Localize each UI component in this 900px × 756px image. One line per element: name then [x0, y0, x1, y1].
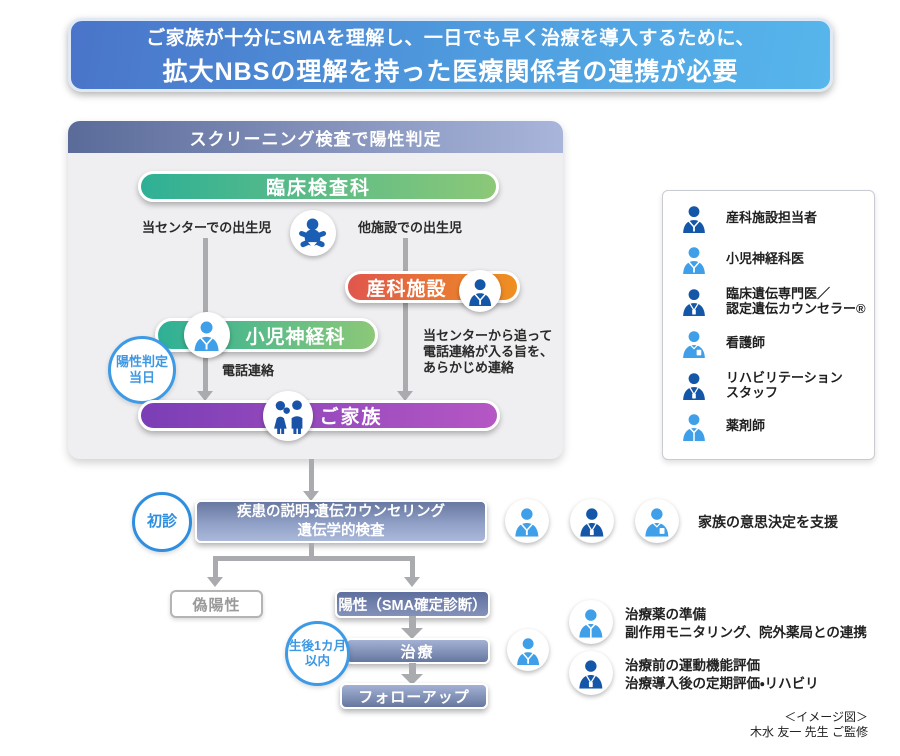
same-day-badge-line2: 当日: [128, 370, 155, 385]
genetic-counselor-icon: [570, 499, 614, 543]
baby-icon: [290, 210, 336, 256]
arrow-down-icon: [404, 577, 420, 587]
arrow-down-icon: [397, 391, 413, 401]
legend-item: 臨床遺伝専門医／ 認定遺伝カウンセラー®: [679, 284, 866, 318]
legend-item-label: リハビリテーション スタッフ: [726, 369, 843, 401]
legend-item-label: 臨床遺伝専門医／ 認定遺伝カウンセラー®: [726, 285, 866, 317]
nurse-icon: [679, 327, 709, 359]
rehab-staff-icon: [569, 651, 613, 695]
clinical-lab-pill: 臨床検査科: [138, 171, 499, 202]
legend-item: リハビリテーション スタッフ: [679, 368, 843, 402]
rehab-note-line1: 治療前の運動機能評価: [625, 658, 760, 673]
legend-item-label: 看護師: [726, 335, 766, 351]
credit-line2: 木水 友一 先生 ご監修: [749, 725, 868, 739]
followup-box: フォローアップ: [340, 683, 488, 709]
credit-line1: ＜イメージ図＞: [784, 710, 868, 724]
positive-box: 陽性（SMA確定診断）: [335, 590, 490, 618]
legend-item: 薬剤師: [679, 409, 765, 443]
pharmacist-icon: [569, 600, 613, 644]
connector-treatment-to-followup: [409, 663, 416, 675]
advance-note-line1: 当センターから追って: [423, 328, 553, 343]
advance-note-line2: 電話連絡が入る旨を、: [423, 344, 554, 359]
arrow-down-icon: [303, 491, 319, 501]
obstetrics-staff-icon: [679, 202, 709, 234]
screening-panel-title: スクリーニング検査で陽性判定: [68, 121, 563, 153]
false-positive-box: 偽陽性: [170, 590, 263, 618]
arrow-down-icon: [401, 674, 423, 685]
arrow-down-icon: [207, 577, 223, 587]
pharmacist-note-line1: 治療薬の準備: [625, 607, 706, 622]
connector-split-stub: [309, 543, 314, 558]
obstetrics-staff-icon: [459, 270, 501, 312]
genetic-counselor-icon: [679, 285, 709, 317]
legend-item-label: 産科施設担当者: [726, 210, 818, 226]
rehab-note: 治療前の運動機能評価 治療導入後の定期評価・リハビリ: [625, 657, 819, 692]
arrow-down-icon: [197, 391, 213, 401]
connector-split-left: [213, 556, 218, 578]
same-day-badge-line1: 陽性判定: [115, 354, 168, 369]
rehab-staff-icon: [679, 369, 709, 401]
family-support-note: 家族の意思決定を支援: [698, 514, 838, 530]
explain-box: 疾患の説明・遺伝カウンセリング 遺伝学的検査: [195, 500, 487, 543]
month-badge: 生後1カ月 以内: [285, 621, 350, 686]
connector-split-horizontal: [213, 556, 415, 561]
advance-note-line3: あらかじめ連絡: [423, 360, 515, 375]
connector-positive-to-treatment: [409, 616, 416, 629]
advance-contact-note: 当センターから追って 電話連絡が入る旨を、 あらかじめ連絡: [423, 328, 553, 376]
pediatric-neurologist-icon: [184, 312, 230, 358]
header-line-2: 拡大NBSの理解を持った医療関係者の連携が必要: [162, 57, 739, 86]
born-other-label: 他施設での出生児: [358, 220, 463, 235]
explain-box-line1: 疾患の説明・遺伝カウンセリング: [237, 503, 445, 520]
phone-contact-label: 電話連絡: [222, 363, 275, 378]
legend-panel: 産科施設担当者 小児神経科医 臨床遺伝専門医／ 認定遺伝カウンセラー® 看護師: [662, 190, 875, 460]
month-badge-line2: 以内: [304, 653, 330, 668]
header-banner: ご家族が十分にSMAを理解し、一日でも早く治療を導入するために、 拡大NBSの理…: [68, 18, 833, 92]
same-day-badge: 陽性判定 当日: [108, 336, 176, 404]
pharmacist-note-line2: 副作用モニタリング、院外薬局との連携: [625, 624, 867, 640]
pediatric-neurologist-icon: [679, 243, 709, 275]
treatment-box: 治療: [345, 638, 490, 664]
connector-right-branch: [403, 238, 408, 391]
pediatric-neurologist-icon: [507, 629, 549, 671]
connector-panel-to-explain: [309, 459, 314, 492]
credit-note: ＜イメージ図＞ 木水 友一 先生 ご監修: [750, 710, 868, 740]
arrow-down-icon: [401, 628, 423, 639]
pharmacist-note: 治療薬の準備 副作用モニタリング、院外薬局との連携: [625, 606, 867, 641]
legend-item-label: 小児神経科医: [726, 251, 805, 267]
header-line-1: ご家族が十分にSMAを理解し、一日でも早く治療を導入するために、: [146, 27, 755, 49]
explain-box-line2: 遺伝学的検査: [297, 522, 385, 539]
family-icon: [263, 391, 313, 441]
month-badge-line1: 生後1カ月: [289, 638, 346, 653]
legend-item: 小児神経科医: [679, 242, 804, 276]
legend-item-label: 薬剤師: [726, 418, 766, 434]
pediatric-neurologist-icon: [505, 499, 549, 543]
legend-item: 産科施設担当者: [679, 201, 817, 235]
rehab-note-line2: 治療導入後の定期評価・リハビリ: [625, 675, 819, 691]
legend-item: 看護師: [679, 326, 765, 360]
first-visit-badge: 初診: [132, 492, 192, 552]
pharmacist-icon: [679, 410, 709, 442]
family-pill: ご家族: [138, 400, 500, 431]
nurse-icon: [635, 499, 679, 543]
connector-split-right: [410, 556, 415, 578]
born-here-label: 当センターでの出生児: [142, 220, 272, 235]
